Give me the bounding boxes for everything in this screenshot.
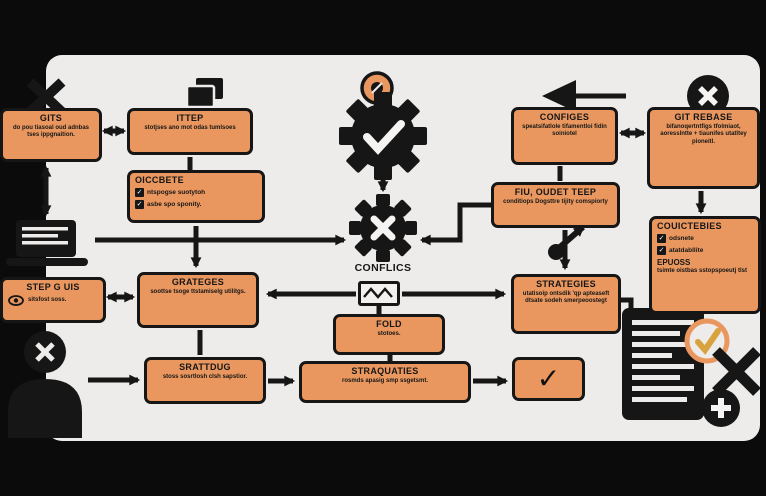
eye-row: sitsfost soss. bbox=[8, 294, 98, 306]
node-title: STEP G UIS bbox=[26, 282, 80, 292]
checkbox-icon: ✓ bbox=[657, 234, 666, 244]
node-strategies: STRATEGIES utatisoip ontsdik 'qp aptease… bbox=[511, 274, 621, 334]
node-couictebies: COUICTEBIES ✓ odsnete ✓ atatdabllite EPU… bbox=[649, 216, 761, 314]
node-check: ✓ bbox=[512, 357, 585, 401]
node-srattdug: SRATTDUG stoss sosrtlosh clsh sapstior. bbox=[144, 357, 266, 404]
checklist-item: ✓ odsnete bbox=[657, 234, 753, 244]
checklist-label: atatdabllite bbox=[669, 246, 704, 254]
node-gits: GITS do pou tiasoal oud adnbas tses ippg… bbox=[0, 108, 102, 162]
wave-box-icon bbox=[358, 281, 400, 306]
node-subtitle: EPUOSS bbox=[657, 257, 691, 267]
checklist-item: ✓ atatdabllite bbox=[657, 245, 753, 255]
node-title: STRATEGIES bbox=[536, 279, 596, 289]
checkbox-icon: ✓ bbox=[135, 199, 144, 209]
node-body: speatsifatlole tifamentloi fidin soiniot… bbox=[522, 124, 607, 138]
node-title: CONFIGES bbox=[539, 112, 590, 122]
node-body: rosmds apasig smp ssgetsmt. bbox=[341, 378, 429, 385]
node-body: stotoes. bbox=[377, 331, 401, 338]
node-body: stoss sosrtlosh clsh sapstior. bbox=[162, 374, 248, 381]
node-title: SRATTDUG bbox=[179, 362, 231, 372]
checkbox-icon: ✓ bbox=[657, 245, 666, 255]
node-body: sitsfost soss. bbox=[28, 296, 67, 303]
node-body: do pou tiasoal oud adnbas tses ippgnaiti… bbox=[12, 125, 89, 139]
node-configes: CONFIGES speatsifatlole tifamentloi fidi… bbox=[511, 107, 618, 165]
node-title: GRATEGES bbox=[171, 277, 225, 287]
node-body: stotjses ano mot odas tumlsoes bbox=[144, 125, 236, 132]
check-icon: ✓ bbox=[536, 363, 561, 394]
node-oiccbete: OICCBETE ✓ ntspogse suotytoh ✓ asbe spo … bbox=[127, 170, 265, 223]
node-title: STRAQUATIES bbox=[351, 366, 419, 376]
node-body: utatisoip ontsdik 'qp apteaseft dtsate s… bbox=[522, 291, 610, 305]
node-body: bifanoqertntfigs tfolmiaot, aoresslntte … bbox=[660, 124, 747, 145]
node-fiu-oudet-teep: FIU, OUDET TEEP conditiops Dogsttre tiji… bbox=[491, 182, 620, 228]
node-body: soottse tsoge ttstamiselg utilitgs. bbox=[150, 289, 246, 296]
checklist-item: ✓ asbe spo sponity. bbox=[135, 199, 257, 209]
node-ittep: ITTEP stotjses ano mot odas tumlsoes bbox=[127, 108, 253, 155]
node-git-rebase: GIT REBASE bifanoqertntfigs tfolmiaot, a… bbox=[647, 107, 760, 189]
checkbox-icon: ✓ bbox=[135, 188, 144, 198]
node-title: ITTEP bbox=[176, 113, 204, 123]
conflicts-label: CONFLICS bbox=[354, 262, 412, 274]
eye-icon bbox=[8, 294, 24, 306]
node-straquaties: STRAQUATIES rosmds apasig smp ssgetsmt. bbox=[299, 361, 471, 403]
node-title: GITS bbox=[39, 113, 63, 123]
node-title: GIT REBASE bbox=[674, 112, 733, 122]
checklist-item: ✓ ntspogse suotytoh bbox=[135, 188, 257, 198]
node-fold: FOLD stotoes. bbox=[333, 314, 445, 355]
zigzag-icon bbox=[363, 287, 393, 299]
node-title: FOLD bbox=[376, 319, 402, 329]
checklist-label: odsnete bbox=[669, 235, 694, 243]
node-step-g-uis: STEP G UIS sitsfost soss. bbox=[0, 277, 106, 323]
checklist-label: ntspogse suotytoh bbox=[147, 189, 206, 197]
node-body: conditiops Dogsttre tijity comspiorty bbox=[503, 199, 608, 206]
node-title: COUICTEBIES bbox=[657, 221, 722, 231]
node-grateges: GRATEGES soottse tsoge ttstamiselg utili… bbox=[137, 272, 259, 328]
node-title: OICCBETE bbox=[135, 175, 184, 185]
node-body: tsimte oistbas sstopspoeutj tlst bbox=[657, 268, 748, 275]
node-title: FIU, OUDET TEEP bbox=[514, 187, 597, 197]
checklist-label: asbe spo sponity. bbox=[147, 200, 202, 208]
